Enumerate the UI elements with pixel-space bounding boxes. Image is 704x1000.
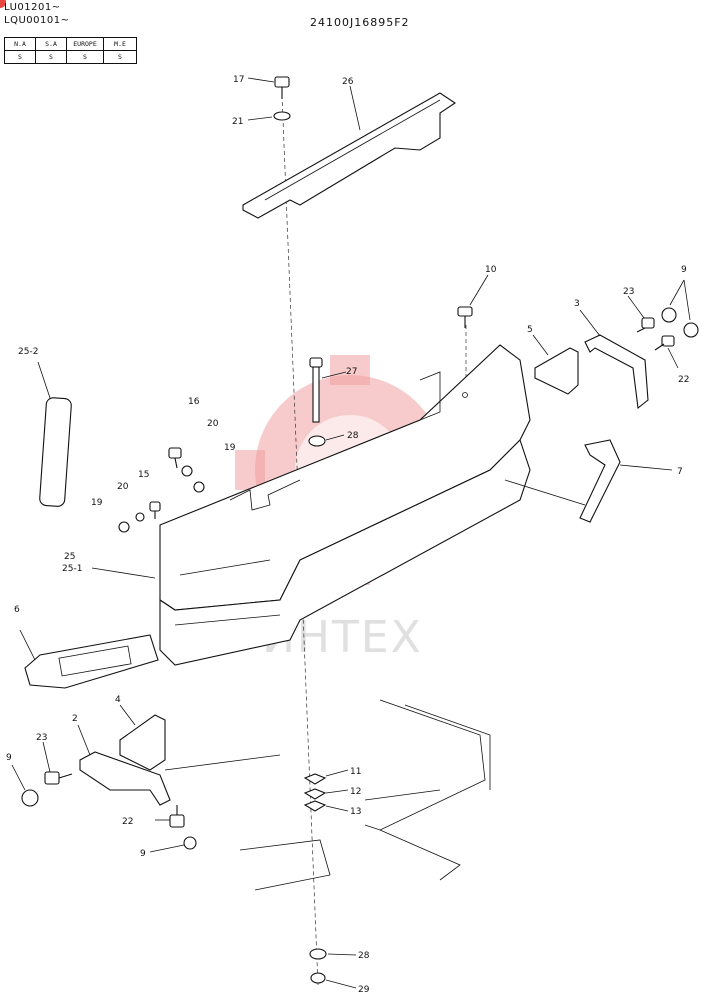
callout-23-right: 23 [623, 287, 634, 297]
callout-9-left: 9 [6, 753, 12, 763]
callout-23-left: 23 [36, 733, 47, 743]
bolt-17 [274, 76, 290, 99]
callout-28-upper: 28 [347, 431, 359, 441]
washer-19-lower [118, 521, 130, 533]
callout-10: 10 [485, 265, 497, 275]
bolt-23-right [636, 317, 655, 333]
callout-26: 26 [342, 77, 354, 87]
bolt-10 [457, 306, 473, 328]
spacer-11 [303, 773, 327, 785]
counterweight-25 [159, 344, 531, 666]
callout-19-upper: 19 [224, 443, 236, 453]
bolt-27 [309, 357, 323, 423]
market-value-sa: S [35, 50, 67, 64]
callout-9-right: 9 [681, 265, 687, 275]
callout-25-2: 25-2 [18, 347, 38, 357]
callout-15: 15 [138, 470, 149, 480]
bolt-23-left [44, 771, 73, 785]
washer-20-lower [135, 512, 145, 522]
callout-21: 21 [232, 117, 243, 127]
callout-22-left: 22 [122, 817, 133, 827]
nut-9-lower [183, 836, 197, 850]
market-table: N.A S.A EUROPE M.E S S S S [4, 37, 137, 64]
cover-plate-26-edge [264, 99, 441, 201]
nut-9-left [21, 789, 39, 807]
washer-21 [273, 111, 291, 121]
diagram-code: 24100J16895F2 [310, 16, 410, 29]
market-value-row: S S S S [4, 50, 137, 64]
bracket-2-leader [164, 754, 281, 771]
callout-25: 25 [64, 552, 75, 562]
callout-leaders [11, 77, 691, 989]
pad-25-2 [39, 397, 72, 507]
callout-25-1: 25-1 [62, 564, 82, 574]
cover-plate-26 [242, 92, 456, 219]
nut-9-right-a [661, 307, 677, 323]
bracket-7-leader [504, 479, 586, 506]
bolt-22-right [654, 335, 675, 351]
callout-12: 12 [350, 787, 361, 797]
spacer-13 [303, 800, 327, 812]
bolt-16 [168, 447, 182, 469]
callout-20-lower: 20 [117, 482, 129, 492]
washer-19-upper [193, 481, 205, 493]
callout-9-lower: 9 [140, 849, 146, 859]
bracket-4 [119, 714, 166, 771]
bracket-3 [584, 334, 649, 410]
nut-9-right-b [683, 322, 699, 338]
callout-19-lower: 19 [91, 498, 103, 508]
washer-28-lower [309, 948, 327, 960]
callout-17: 17 [233, 75, 244, 85]
callout-4: 4 [115, 695, 121, 705]
bracket-2 [79, 751, 171, 806]
spacer-12 [303, 788, 327, 800]
callout-2: 2 [72, 714, 78, 724]
callout-11: 11 [350, 767, 361, 777]
bolt-22-left [169, 805, 185, 828]
callout-7: 7 [677, 467, 683, 477]
assembly-center-line [281, 94, 319, 986]
serial-range-1: LU01201~ [4, 2, 61, 13]
callout-6: 6 [14, 605, 20, 615]
bracket-6-slot [58, 645, 132, 677]
callout-5-right: 5 [527, 325, 533, 335]
callout-13: 13 [350, 807, 361, 817]
tractor-frame-outline [239, 699, 491, 891]
corner-marker-dot [0, 0, 6, 8]
serial-range-2: LQU00101~ [4, 15, 70, 26]
callout-28-lower: 28 [358, 951, 370, 961]
bolt-15 [149, 501, 161, 519]
callout-22-right: 22 [678, 375, 689, 385]
callout-3: 3 [574, 299, 580, 309]
callout-27: 27 [346, 367, 357, 377]
callout-20-upper: 20 [207, 419, 219, 429]
bracket-7 [579, 439, 621, 523]
callout-29: 29 [358, 985, 370, 995]
market-value-me: S [103, 50, 137, 64]
bracket-6 [24, 634, 159, 689]
bracket-5-right [534, 347, 579, 395]
nut-29 [310, 972, 326, 984]
washer-28-upper [308, 435, 326, 447]
callout-16: 16 [188, 397, 200, 407]
washer-20-upper [181, 465, 193, 477]
